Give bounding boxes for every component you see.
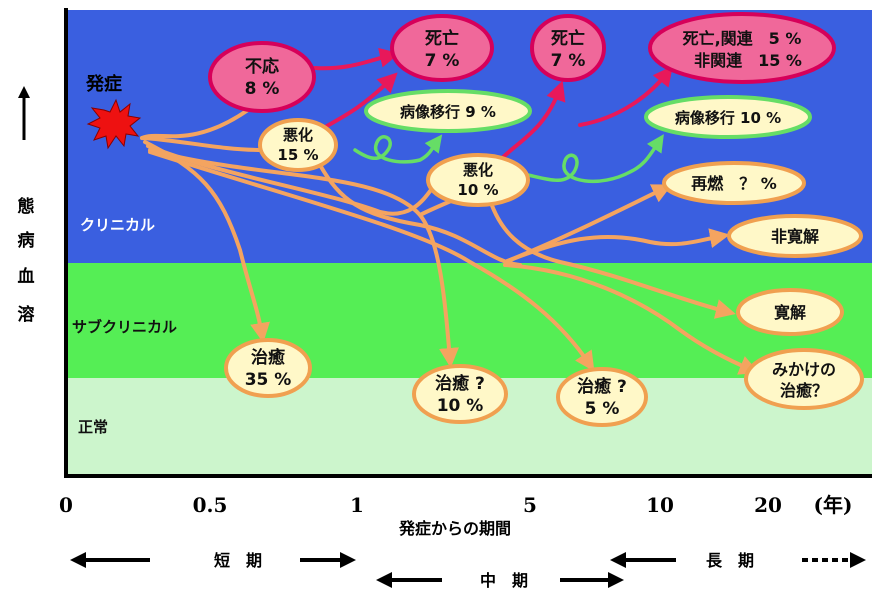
node-death-2: 死亡 7 % xyxy=(530,14,606,82)
node-transition-1: 病像移行 9 % xyxy=(364,89,532,133)
y-axis-char-2: 血 xyxy=(18,266,35,287)
cure-3-label: 治癒 ? xyxy=(577,376,627,397)
worsen-2-label: 悪化 xyxy=(463,161,493,179)
worsen-1-percent: 15 % xyxy=(277,146,318,164)
node-cure-3: 治癒 ? 5 % xyxy=(556,367,648,427)
orange-pathways xyxy=(140,108,760,375)
x-tick-unit: (年) xyxy=(814,493,853,517)
death-3-related: 死亡,関連 5 % xyxy=(683,29,802,48)
normal-band-label: 正常 xyxy=(78,418,108,436)
death-2-label: 死亡 xyxy=(551,28,585,49)
death-1-percent: 7 % xyxy=(425,51,460,71)
period-medium-label: 中 期 xyxy=(480,571,528,590)
x-tick-1: 1 xyxy=(350,493,364,517)
node-worsen-2: 悪化 10 % xyxy=(426,153,530,207)
cure-3-percent: 5 % xyxy=(585,399,620,419)
y-axis-char-1: 溶 xyxy=(18,304,35,325)
non-remission-label: 非寛解 xyxy=(771,227,819,246)
apparent-cure-label-2: 治癒？ xyxy=(780,381,828,400)
x-axis-title: 発症からの期間 xyxy=(398,519,511,538)
y-axis-char-4: 態 xyxy=(18,196,35,217)
node-cure-2: 治癒 ? 10 % xyxy=(412,364,508,424)
clinical-band-label: クリニカル xyxy=(80,216,155,234)
no-response-percent: 8 % xyxy=(245,79,280,99)
cure-1-percent: 35 % xyxy=(245,370,292,390)
x-tick-20: 20 xyxy=(754,493,782,517)
cure-2-percent: 10 % xyxy=(437,396,484,416)
period-short-label: 短 期 xyxy=(214,551,262,570)
green-pathways xyxy=(353,134,664,184)
cure-1-label: 治癒 xyxy=(251,347,285,368)
node-death-3: 死亡,関連 5 % 非関連 15 % xyxy=(648,12,836,84)
node-worsen-1: 悪化 15 % xyxy=(258,118,338,172)
node-non-remission: 非寛解 xyxy=(727,214,863,258)
node-cure-1: 治癒 35 % xyxy=(224,338,312,398)
cure-2-label: 治癒 ? xyxy=(435,373,485,394)
node-apparent-cure: みかけの 治癒？ xyxy=(744,348,864,410)
node-no-response: 不応 8 % xyxy=(208,41,316,113)
relapse-label: 再燃 ？ % xyxy=(691,174,777,193)
node-relapse: 再燃 ？ % xyxy=(662,161,806,205)
period-short: 短 期 xyxy=(70,551,356,570)
transition-2-label: 病像移行 10 % xyxy=(675,109,781,127)
worsen-1-label: 悪化 xyxy=(283,126,313,144)
x-tick-10: 10 xyxy=(646,493,674,517)
node-death-1: 死亡 7 % xyxy=(390,14,494,82)
node-remission: 寛解 xyxy=(736,288,844,336)
death-1-label: 死亡 xyxy=(425,28,459,49)
node-transition-2: 病像移行 10 % xyxy=(644,95,812,139)
period-medium: 中 期 xyxy=(376,571,624,590)
onset-label: 発症 xyxy=(85,73,122,95)
remission-label: 寛解 xyxy=(774,303,806,322)
x-tick-0: 0 xyxy=(59,493,73,517)
period-long-label: 長 期 xyxy=(706,551,754,570)
death-2-percent: 7 % xyxy=(551,51,586,71)
explosion-icon xyxy=(86,98,142,150)
death-3-unrelated: 非関連 15 % xyxy=(694,51,802,70)
apparent-cure-label-1: みかけの xyxy=(772,360,836,379)
y-axis-char-3: 病 xyxy=(18,230,35,251)
no-response-label: 不応 xyxy=(245,56,279,77)
y-axis-title: 態 病 血 溶 xyxy=(18,86,35,325)
period-long: 長 期 xyxy=(610,551,866,570)
worsen-2-percent: 10 % xyxy=(457,181,498,199)
transition-1-label: 病像移行 9 % xyxy=(400,103,496,121)
subclinical-band-label: サブクリニカル xyxy=(72,318,177,336)
x-tick-5: 5 xyxy=(523,493,537,517)
x-axis-ticks: 0 0.5 1 5 10 20 (年) xyxy=(59,493,852,517)
x-tick-0-5: 0.5 xyxy=(193,493,228,517)
